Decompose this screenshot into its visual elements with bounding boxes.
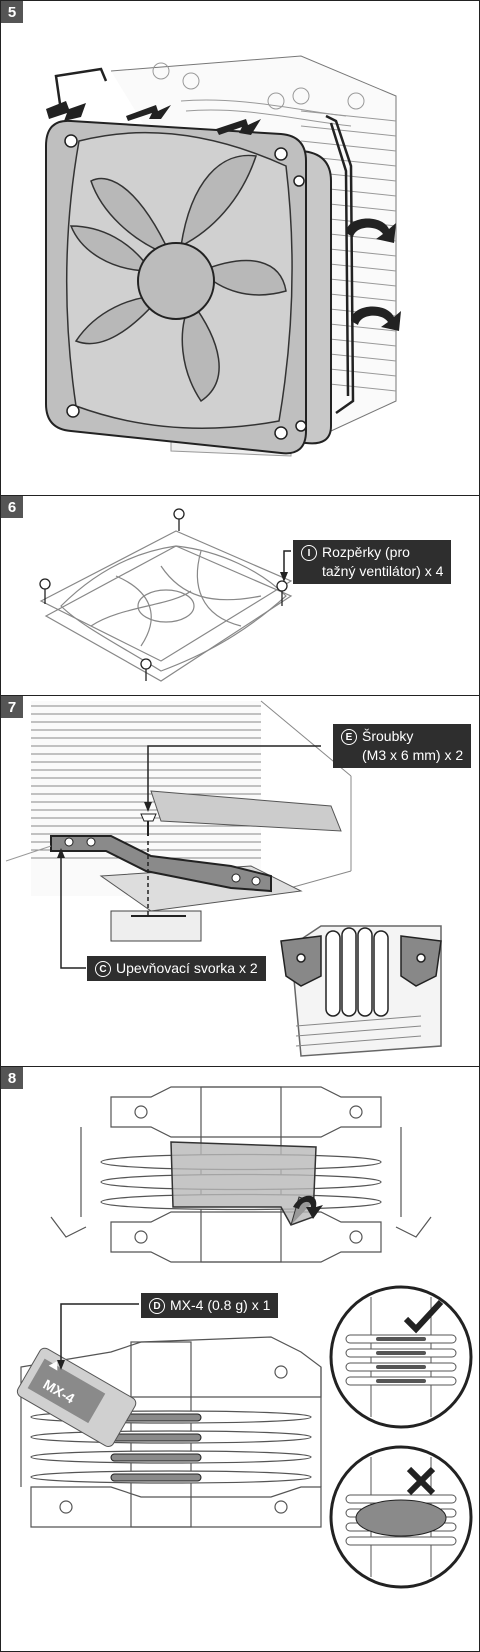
thermal-paste-illustration: MX-4 xyxy=(16,1086,473,1589)
step-number: 6 xyxy=(1,496,23,518)
mounting-clip-illustration xyxy=(5,700,442,1057)
fan-mounting-illustration xyxy=(45,55,401,457)
step-number: 8 xyxy=(1,1067,23,1089)
check-mark-icon xyxy=(403,1299,444,1334)
part-letter-badge: C xyxy=(95,961,111,977)
screws-callout: E Šroubky (M3 x 6 mm) x 2 xyxy=(333,724,472,768)
fan-spacers-illustration xyxy=(39,508,293,682)
callout-line-2: (M3 x 6 mm) x 2 xyxy=(362,747,464,763)
step-6-panel: 6 I Rozpěrky (pro tažný ventilátor) x 4 xyxy=(0,495,480,696)
cross-mark-icon xyxy=(406,1466,436,1496)
callout-line-2: tažný ventilátor) x 4 xyxy=(322,563,444,579)
rotate-arrow-icon xyxy=(346,218,401,331)
step-number: 5 xyxy=(1,1,23,23)
part-letter-badge: E xyxy=(341,729,357,745)
callout-line-1: Šroubky xyxy=(362,728,414,744)
callout-label: Upevňovací svorka x 2 xyxy=(116,960,258,976)
clip-callout: C Upevňovací svorka x 2 xyxy=(87,956,266,981)
step-8-panel: 8 xyxy=(0,1066,480,1652)
callout-label: MX-4 (0.8 g) x 1 xyxy=(170,1297,271,1313)
paste-callout: D MX-4 (0.8 g) x 1 xyxy=(141,1293,279,1318)
part-letter-badge: D xyxy=(149,1298,165,1314)
step-5-panel: 5 xyxy=(0,0,480,496)
callout-line-1: Rozpěrky (pro xyxy=(322,544,410,560)
step-7-panel: 7 xyxy=(0,695,480,1067)
step-number: 7 xyxy=(1,696,23,718)
part-letter-badge: I xyxy=(301,545,317,561)
spacers-callout: I Rozpěrky (pro tažný ventilátor) x 4 xyxy=(293,540,452,584)
